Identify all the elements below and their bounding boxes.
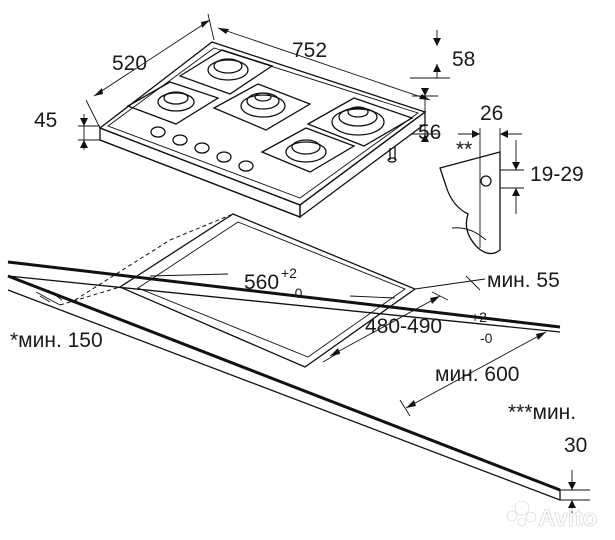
label-cutout-depth: 480-490 [365, 315, 442, 338]
label-min-front: *мин. 150 [10, 329, 103, 352]
burner-center [212, 83, 312, 131]
label-bracket-range: 19-29 [530, 163, 584, 186]
label-cutout-width: 560 [244, 271, 279, 294]
label-bracket-note: ** [456, 138, 472, 161]
label-cutout-width-tol-plus: +2 [281, 265, 297, 281]
burner-wok-right [306, 97, 414, 147]
label-min-height-value: 30 [564, 434, 587, 457]
arrowheads [80, 20, 576, 508]
burner-back-left [178, 49, 274, 95]
label-min-side: мин. 55 [487, 269, 560, 292]
mounting-bracket-detail [439, 128, 524, 255]
label-depth-520: 520 [112, 52, 147, 75]
avito-watermark: Avito [506, 500, 597, 532]
hob [98, 41, 427, 219]
gas-connector [387, 146, 397, 163]
label-height-58: 58 [452, 48, 475, 71]
control-knobs [150, 126, 254, 172]
label-cutout-depth-tol-minus: -0 [480, 330, 493, 346]
burner-front-left [126, 81, 220, 125]
label-min-depth: мин. 600 [435, 363, 519, 386]
label-height-45: 45 [34, 109, 57, 132]
label-bracket-26: 26 [480, 102, 503, 125]
label-height-56: 56 [418, 121, 441, 144]
burner-front-right [260, 127, 356, 173]
label-cutout-width-tol-minus: -0 [290, 285, 303, 301]
label-width-752: 752 [292, 39, 327, 62]
clearance-lines [35, 273, 590, 520]
label-cutout-depth-tol-plus: +2 [471, 309, 487, 325]
label-min-height: ***мин. [508, 401, 576, 424]
countertop [7, 260, 561, 501]
watermark-text: Avito [538, 505, 597, 532]
